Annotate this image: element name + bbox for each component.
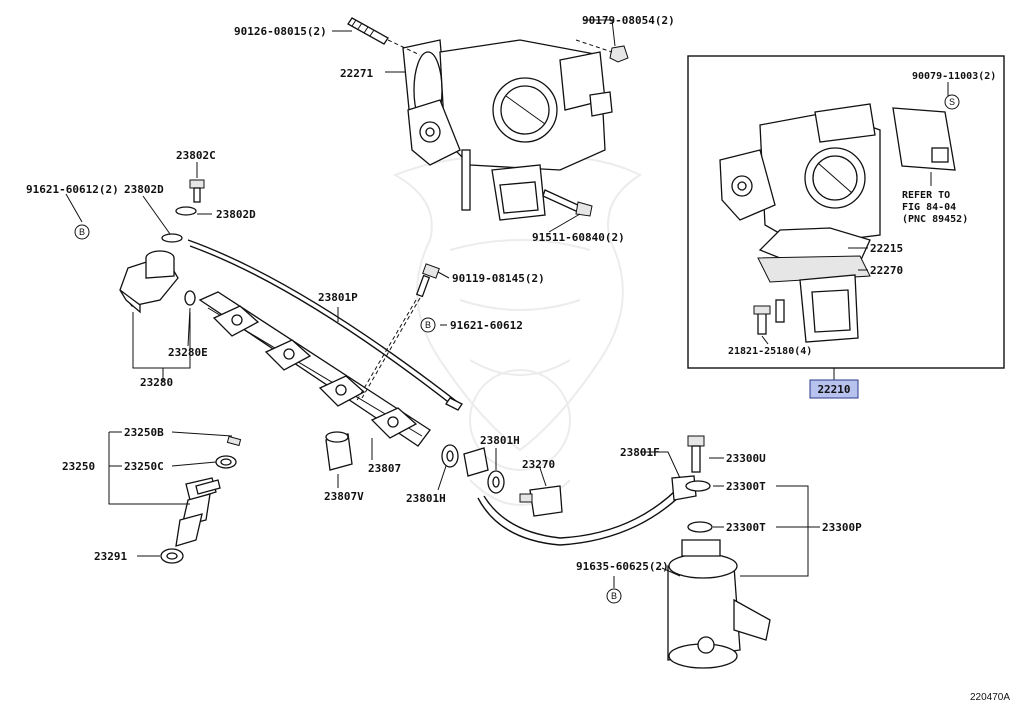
throttle-body-assy-box (687, 55, 1005, 369)
o-ring-23250B[interactable] (226, 435, 242, 447)
label-90179[interactable]: 90179-08054(2) (582, 14, 675, 27)
svg-text:B: B (425, 320, 431, 330)
label-23801H-b[interactable]: 23801H (406, 492, 446, 505)
insulator-23807V[interactable] (325, 431, 353, 471)
bolt-90126[interactable] (347, 17, 389, 45)
label-91635[interactable]: 91635-60625(2) (576, 560, 669, 573)
label-23300U[interactable]: 23300U (726, 452, 766, 465)
union-bolt-23300U[interactable] (687, 435, 705, 473)
bolt-91511[interactable] (542, 189, 593, 217)
label-90119[interactable]: 90119-08145(2) (452, 272, 545, 285)
fuel-rail-23807[interactable] (198, 291, 431, 447)
svg-text:B: B (79, 227, 85, 237)
bolt-23802C[interactable] (189, 179, 205, 203)
o-ring-23280E[interactable] (184, 290, 196, 306)
label-22210[interactable]: 22210 (817, 383, 850, 396)
label-23801P[interactable]: 23801P (318, 291, 358, 304)
label-22215[interactable]: 22215 (870, 242, 903, 255)
label-23250C[interactable]: 23250C (124, 460, 164, 473)
fuel-filter-23300P[interactable] (667, 539, 771, 669)
label-23250B[interactable]: 23250B (124, 426, 164, 439)
damper-23270[interactable] (519, 485, 563, 517)
label-91621-a[interactable]: 91621-60612(2) (26, 183, 119, 196)
injector-23250[interactable] (175, 477, 221, 547)
leader-lines (65, 19, 949, 588)
svg-text:S: S (949, 97, 955, 107)
label-23270[interactable]: 23270 (522, 458, 555, 471)
symbol-b-3: B (606, 588, 622, 604)
label-23300T-b[interactable]: 23300T (726, 521, 766, 534)
throttle-body-upper[interactable] (402, 39, 613, 221)
svg-text:(PNC 89452): (PNC 89452) (902, 214, 968, 225)
fuel-pipe-23801P[interactable] (187, 239, 463, 411)
bolt-90119[interactable] (415, 263, 440, 298)
label-23807[interactable]: 23807 (368, 462, 401, 475)
sensor-connector[interactable] (892, 107, 956, 171)
nut-90179[interactable] (609, 45, 629, 63)
label-90079[interactable]: 90079-11003(2) (912, 71, 996, 82)
label-23802D-b[interactable]: 23802D (216, 208, 256, 221)
label-23802C[interactable]: 23802C (176, 149, 216, 162)
o-ring-23802D-upper[interactable] (161, 233, 183, 243)
throttle-body-assy-22210[interactable] (719, 103, 881, 343)
label-23291[interactable]: 23291 (94, 550, 127, 563)
gasket-23300T-upper[interactable] (685, 480, 711, 492)
label-91621-b[interactable]: 91621-60612 (450, 319, 523, 332)
union-23801H-b[interactable] (463, 447, 489, 477)
grommet-23250C[interactable] (215, 455, 237, 469)
label-90126[interactable]: 90126-08015(2) (234, 25, 327, 38)
gasket-23801H-c[interactable] (487, 470, 505, 494)
refer-note: REFER TO FIG 84-04 (PNC 89452) (902, 190, 968, 225)
label-22271[interactable]: 22271 (340, 67, 373, 80)
svg-text:REFER TO: REFER TO (902, 190, 950, 201)
symbol-s: S (944, 94, 960, 110)
label-91511[interactable]: 91511-60840(2) (532, 231, 625, 244)
label-23300P[interactable]: 23300P (822, 521, 862, 534)
gasket-23300T-lower[interactable] (687, 521, 713, 533)
label-23300T-a[interactable]: 23300T (726, 480, 766, 493)
bolt-21821[interactable] (753, 299, 785, 335)
label-23802D-a[interactable]: 23802D (124, 183, 164, 196)
svg-text:B: B (611, 591, 617, 601)
label-21821[interactable]: 21821-25180(4) (728, 346, 812, 357)
part-labels: 90126-08015(2) 22271 90179-08054(2) 2380… (26, 14, 996, 573)
label-23801F[interactable]: 23801F (620, 446, 660, 459)
fuel-hose-23801F[interactable] (477, 475, 697, 546)
svg-text:FIG 84-04: FIG 84-04 (902, 202, 956, 213)
o-ring-23802D-lower[interactable] (175, 206, 197, 216)
symbol-b-2: B (420, 317, 436, 333)
symbol-b-1: B (74, 224, 90, 240)
label-23250[interactable]: 23250 (62, 460, 95, 473)
highlighted-part-22210[interactable]: 22210 (809, 379, 859, 399)
pressure-regulator-23280[interactable] (119, 250, 179, 314)
insulator-23291[interactable] (160, 548, 184, 564)
gasket-23801H-a[interactable] (441, 444, 459, 468)
label-23801H-a[interactable]: 23801H (480, 434, 520, 447)
label-22270[interactable]: 22270 (870, 264, 903, 277)
label-23280E[interactable]: 23280E (168, 346, 208, 359)
label-23807V[interactable]: 23807V (324, 490, 364, 503)
figure-id: 220470A (970, 692, 1010, 703)
label-23280[interactable]: 23280 (140, 376, 173, 389)
